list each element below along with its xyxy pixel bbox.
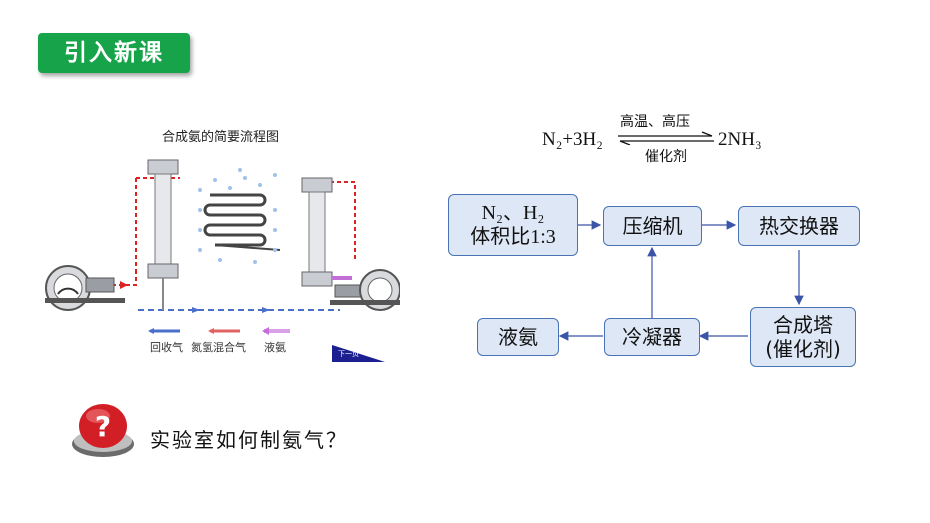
equation-product: 2NH₃ [718, 129, 762, 150]
synthesis-tower-box: 合成塔 (催化剂) [750, 307, 856, 367]
equation-condition-top: 高温、高压 [620, 114, 690, 130]
svg-text:?: ? [95, 410, 111, 443]
equation-condition-bottom: 催化剂 [645, 149, 687, 165]
legend-mixed-gas: 氮氢混合气 [191, 341, 246, 354]
equation-reactants: N₂+3H₂ [542, 129, 603, 150]
feed-gas-line1: N₂、H₂ [481, 202, 545, 224]
flow-image-title: 合成氨的简要流程图 [162, 130, 280, 145]
liquid-ammonia-label: 液氨 [498, 325, 538, 349]
synthesis-tower-line1: 合成塔 [773, 313, 833, 337]
next-page-label[interactable]: 下一页 [338, 350, 359, 358]
synthesis-tower-line2: (催化剂) [765, 337, 841, 361]
legend-liquid-ammonia: 液氨 [264, 341, 286, 354]
question-text: 实验室如何制氨气？ [150, 428, 348, 452]
legend-recycled-gas: 回收气 [150, 341, 183, 354]
feed-gas-box: N₂、H₂ 体积比1:3 [448, 194, 578, 256]
condenser-box: 冷凝器 [604, 318, 700, 356]
liquid-ammonia-box: 液氨 [477, 318, 559, 356]
feed-gas-line2: 体积比1:3 [470, 226, 556, 248]
condenser-label: 冷凝器 [622, 325, 682, 349]
synthesis-equation: N₂+3H₂ 高温、高压 催化剂 2NH₃ [542, 109, 802, 169]
ammonia-process-illustration [45, 159, 400, 362]
heat-exchanger-label: 热交换器 [759, 214, 839, 238]
compressor-box: 压缩机 [603, 206, 702, 246]
reversible-arrow-icon [618, 131, 714, 145]
heat-exchanger-box: 热交换器 [738, 206, 860, 246]
compressor-label: 压缩机 [622, 214, 683, 238]
question-mark-icon[interactable]: ? [70, 400, 136, 460]
section-title: 引入新课 [38, 33, 190, 73]
